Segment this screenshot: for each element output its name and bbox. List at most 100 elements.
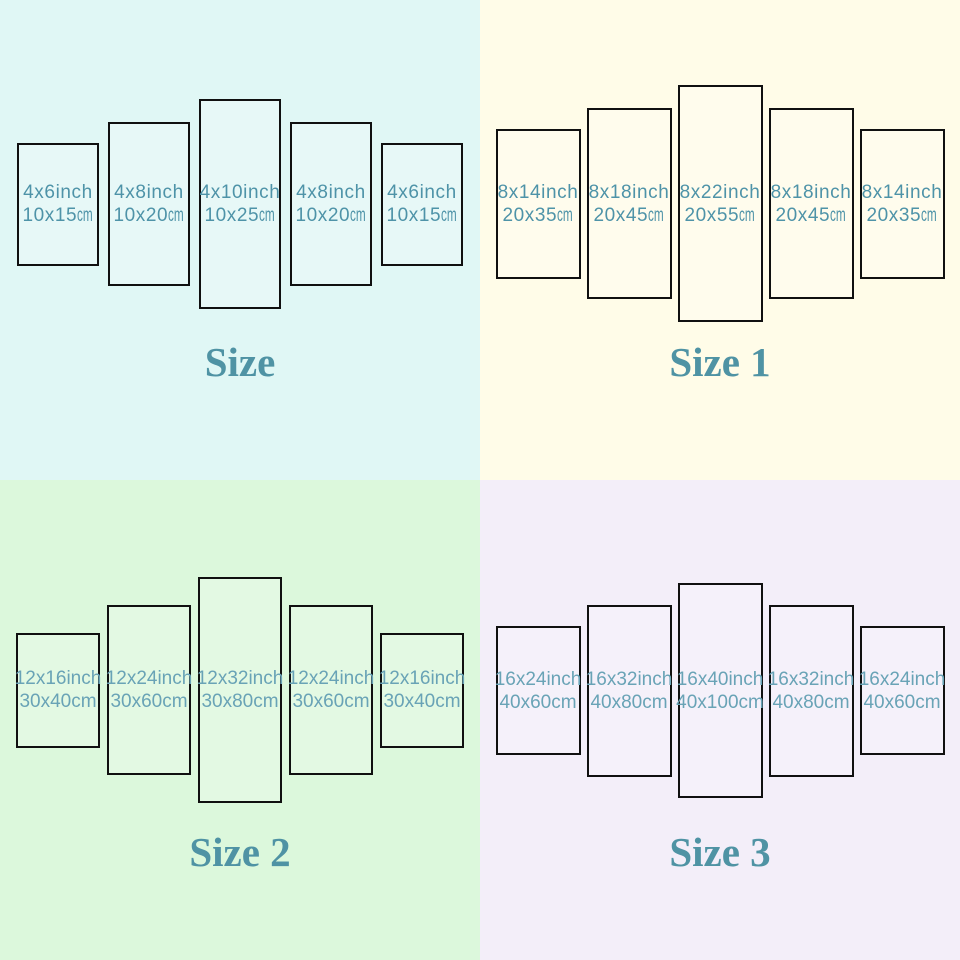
panel-cm-unit: cm: [557, 204, 573, 226]
panel-size-inch: 4x10inch: [199, 182, 281, 203]
panel-size-cm: 10x15cm: [386, 204, 457, 227]
panel-cm-value: 10x20: [113, 205, 169, 226]
panel-cm-unit: cm: [551, 691, 577, 713]
panel-cm-unit: cm: [738, 691, 764, 713]
panel-cm-value: 20x45: [593, 204, 649, 226]
panel-cm-unit: cm: [830, 204, 846, 226]
panel-size-inch: 12x32inch: [196, 668, 284, 689]
panel-cm-value: 20x35: [866, 204, 922, 226]
panel-size-inch: 8x14inch: [497, 181, 579, 203]
panel-size-cm: 40x100cm: [676, 691, 764, 714]
panel-cm-unit: cm: [824, 691, 850, 713]
panel-cm-value: 40x100: [676, 691, 739, 713]
panel-size-cm: 40x80cm: [590, 691, 667, 714]
panel-cm-unit: cm: [168, 205, 184, 226]
panel-size-cm: 20x35cm: [866, 204, 937, 227]
panel-size-cm: 40x80cm: [772, 691, 849, 714]
panel-size-cm: 40x60cm: [863, 691, 940, 714]
panel-cm-unit: cm: [435, 691, 461, 712]
panel-cm-value: 30x60: [292, 691, 345, 712]
panel-cm-value: 30x60: [110, 691, 163, 712]
panel-cm-value: 40x80: [772, 691, 825, 713]
panel-cm-value: 20x55: [684, 204, 740, 226]
panel-size-cm: 20x45cm: [775, 204, 846, 227]
quadrant-title: Size 1: [669, 339, 771, 385]
panel-size-cm: 10x20cm: [113, 204, 184, 227]
panel-cm-unit: cm: [71, 691, 97, 712]
panel-size-inch: 4x6inch: [387, 182, 457, 203]
panel-size-inch: 12x24inch: [105, 668, 193, 689]
panel-size-cm: 20x55cm: [684, 204, 755, 227]
quadrant-title: Size 3: [669, 829, 771, 875]
panel-cm-unit: cm: [921, 204, 937, 226]
panel-size-inch: 8x18inch: [588, 181, 670, 203]
panel-cm-unit: cm: [259, 205, 275, 226]
panel-size-cm: 10x15cm: [22, 204, 93, 227]
panel-cm-value: 30x80: [201, 691, 254, 712]
panel-size-cm: 10x25cm: [204, 204, 275, 227]
panel-cm-unit: cm: [350, 205, 366, 226]
panel-cm-unit: cm: [642, 691, 668, 713]
panel-cm-value: 10x15: [22, 205, 78, 226]
quadrant-title: Size 2: [189, 829, 291, 875]
panel-cm-unit: cm: [915, 691, 941, 713]
panel-cm-unit: cm: [162, 691, 188, 712]
panel-size-inch: 8x18inch: [770, 181, 852, 203]
panel-cm-value: 10x25: [204, 205, 260, 226]
panel-cm-unit: cm: [77, 205, 93, 226]
panel-size-inch: 16x24inch: [858, 668, 946, 690]
panel-cm-unit: cm: [441, 205, 457, 226]
panel-size-cm: 30x80cm: [201, 690, 278, 713]
panel-size-cm: 30x40cm: [383, 690, 460, 713]
panel-size-cm: 30x60cm: [292, 690, 369, 713]
panel-size-cm: 40x60cm: [499, 691, 576, 714]
panel-size-inch: 12x16inch: [14, 668, 102, 689]
panel-size-inch: 8x22inch: [679, 181, 761, 203]
panel-cm-unit: cm: [648, 204, 664, 226]
panel-size-inch: 16x32inch: [767, 668, 855, 690]
panel-cm-unit: cm: [344, 691, 370, 712]
panel-size-cm: 10x20cm: [295, 204, 366, 227]
panel-size-inch: 16x32inch: [585, 668, 673, 690]
panel-size-inch: 4x8inch: [114, 182, 184, 203]
panel-size-cm: 20x35cm: [502, 204, 573, 227]
panel-cm-value: 30x40: [19, 691, 72, 712]
panel-size-inch: 4x8inch: [296, 182, 366, 203]
panel-cm-unit: cm: [739, 204, 755, 226]
panel-cm-value: 10x20: [295, 205, 351, 226]
panel-cm-value: 40x60: [499, 691, 552, 713]
panel-size-inch: 12x24inch: [287, 668, 375, 689]
panel-cm-value: 20x35: [502, 204, 558, 226]
panel-cm-value: 40x60: [863, 691, 916, 713]
panel-cm-value: 30x40: [383, 691, 436, 712]
panel-cm-unit: cm: [253, 691, 279, 712]
quadrant-title: Size: [204, 339, 276, 385]
panel-size-inch: 12x16inch: [378, 668, 466, 689]
